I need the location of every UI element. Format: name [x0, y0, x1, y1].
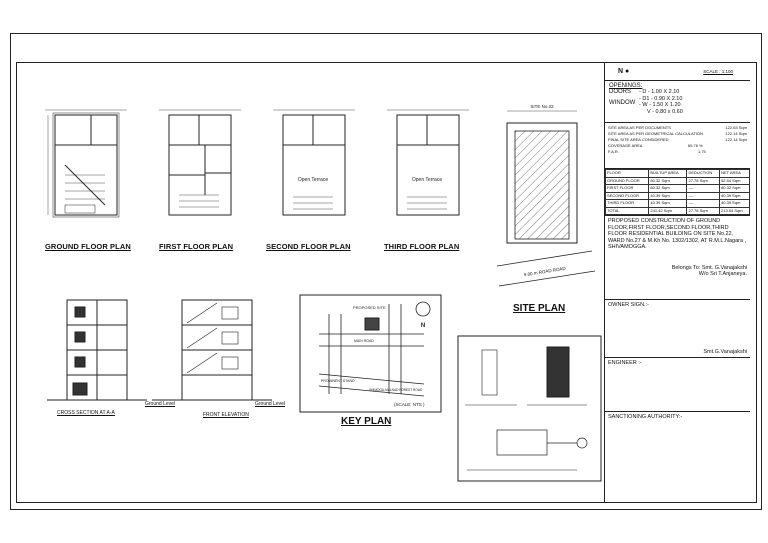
- owner-sign-label: OWNER SIGN.:-: [608, 302, 649, 308]
- table-cell: 40.39 Sqm: [719, 199, 750, 208]
- table-row: GROUND FLOOR 80.32 Sqm 27.78 Sqm 52.54 S…: [604, 176, 750, 185]
- site-area-docs: 122.63 Sqm: [725, 125, 747, 130]
- table-cell: GROUND FLOOR: [604, 176, 650, 185]
- table-cell: 213.64 Sqm: [719, 206, 750, 215]
- key-plan-junction: PROMINENT STAND: [321, 379, 355, 383]
- first-floor-plan-drawing: [159, 109, 241, 216]
- table-row: THIRD FLOOR 40.39 Sqm ---- 40.39 Sqm: [604, 199, 750, 208]
- table-header-cell: BUILTUP AREA: [648, 169, 688, 178]
- coverage-value: 65.76 %: [688, 143, 703, 148]
- area-table-row: FLOOR BUILTUP AREA DEDUCTION NET AREA GR…: [604, 169, 750, 216]
- site-plan-label: SITE PLAN: [513, 303, 566, 314]
- north-scale-row: N ● SCALE : 1:100: [605, 63, 750, 81]
- wife-of: W/o Sri T.Anjaneya.: [698, 271, 747, 277]
- area-summary: SITE AREA AS PER DOCUMENTS 122.63 Sqm SIT…: [605, 123, 750, 169]
- engineer-label: ENGINEER :-: [608, 360, 642, 366]
- coverage-label: COVERAGE AREA: [608, 143, 643, 148]
- ground-floor-plan-label: GROUND FLOOR PLAN: [45, 242, 131, 251]
- opening-v: V - 0.80 x 0.60: [647, 108, 683, 115]
- opening-d: - D - 1.00 X 2.10: [639, 89, 680, 95]
- ground-level-label-left: Ground Level: [145, 401, 176, 407]
- ground-floor-plan-drawing: [45, 109, 127, 218]
- key-plan-road-1: MAIN ROAD: [354, 339, 374, 343]
- road-label: 9.00 m ROAD ROAD: [524, 266, 567, 278]
- site-area-geo: 122.14 Sqm: [725, 131, 747, 136]
- table-cell: ----: [686, 184, 721, 193]
- key-plan-label: KEY PLAN: [341, 416, 392, 427]
- second-floor-plan-label: SECOND FLOOR PLAN: [266, 242, 351, 251]
- sanctioning-label: SANCTIONING AUTHORITY:-: [608, 414, 683, 420]
- detail-drawing: [457, 335, 602, 482]
- drawing-sheet: Open Terrace Open Terrace: [10, 33, 762, 510]
- site-plan-drawing: SITE No.22 9.00 m ROAD ROAD: [496, 104, 596, 287]
- table-row-total: TOTAL 241.42 Sqm 27.78 Sqm 213.64 Sqm: [604, 206, 750, 215]
- far-value: 1.75: [698, 149, 706, 154]
- ground-level-label-right: Ground Level: [255, 401, 286, 407]
- key-plan-scale: (SCALE: NTS ): [394, 402, 425, 407]
- final-area-label: FINAL SITE AREA CONSIDERED: [608, 137, 669, 142]
- table-cell: 80.32 Sqm: [719, 184, 750, 193]
- table-row: SECOND FLOOR 40.39 Sqm ---- 40.39 Sqm: [604, 191, 750, 200]
- table-header-cell: DEDUCTION: [686, 169, 721, 178]
- proposal-text: PROPOSED CONSTRUCTION OF GROUND FLOOR,FI…: [608, 218, 747, 250]
- table-cell: 27.78 Sqm: [686, 176, 721, 185]
- area-table: FLOOR BUILTUP AREA DEDUCTION NET AREA GR…: [604, 169, 750, 215]
- table-header-cell: FLOOR: [604, 169, 650, 178]
- key-plan-north: N: [421, 323, 425, 329]
- owner-name: Smt.G.Vanajakshi: [703, 349, 747, 355]
- second-floor-plan-drawing: Open Terrace: [273, 109, 355, 216]
- table-cell: 27.78 Sqm: [686, 206, 721, 215]
- site-area-docs-label: SITE AREA AS PER DOCUMENTS: [608, 125, 671, 130]
- doors-label: DOORS: [609, 89, 632, 95]
- front-elevation-label: FRONT ELEVATION: [203, 412, 249, 418]
- opening-d1: - D1 - 0.90 X 2.10: [639, 95, 683, 102]
- table-header-cell: NET AREA: [719, 169, 750, 178]
- first-floor-plan-label: FIRST FLOOR PLAN: [159, 242, 234, 251]
- far-label: F.A.R.: [608, 149, 619, 154]
- final-area: 122.14 Sqm: [725, 137, 747, 142]
- open-terrace-label: Open Terrace: [298, 177, 328, 183]
- open-terrace-label-third: Open Terrace: [412, 177, 442, 183]
- area-table-header: FLOOR BUILTUP AREA DEDUCTION NET AREA: [604, 169, 750, 178]
- table-cell: 241.42 Sqm: [648, 206, 688, 215]
- owner-sign-row: OWNER SIGN.:- Smt.G.Vanajakshi: [605, 300, 750, 358]
- table-cell: 80.32 Sqm: [648, 176, 688, 185]
- table-row: FIRST FLOOR 80.32 Sqm ---- 80.32 Sqm: [604, 184, 750, 193]
- key-plan-road-2: SHIMOGA-MALNAD FOREST ROAD: [369, 388, 423, 392]
- table-cell: 52.54 Sqm: [719, 176, 750, 185]
- site-area-geo-label: SITE AREA AS PER GEOMETRICAL CALCULATION: [608, 131, 703, 136]
- front-elevation-drawing: [152, 299, 272, 401]
- table-cell: TOTAL: [604, 206, 650, 215]
- table-cell: THIRD FLOOR: [604, 199, 650, 208]
- opening-w: - W - 1.50 X 1.20: [639, 102, 681, 108]
- third-floor-plan-label: THIRD FLOOR PLAN: [384, 242, 460, 251]
- third-floor-plan-drawing: Open Terrace: [387, 109, 469, 216]
- sanctioning-row: SANCTIONING AUTHORITY:-: [605, 412, 750, 422]
- table-cell: 80.32 Sqm: [648, 184, 688, 193]
- table-cell: FIRST FLOOR: [604, 184, 650, 193]
- cross-section-drawing: [47, 299, 147, 401]
- drawing-frame: Open Terrace Open Terrace: [16, 62, 757, 503]
- proposal-row: PROPOSED CONSTRUCTION OF GROUND FLOOR,FI…: [605, 216, 750, 300]
- belongs-to: Belongs To: Smt. G.Vanajakshi: [671, 264, 747, 271]
- site-no-label: SITE No.22: [530, 104, 554, 109]
- table-cell: 40.39 Sqm: [648, 191, 688, 200]
- cross-section-label: CROSS SECTION AT A-A: [57, 410, 115, 416]
- key-plan-proposed-site: PROPOSED SITE: [353, 305, 386, 310]
- key-plan-drawing: PROPOSED SITE MAIN ROAD PROMINENT STAND …: [299, 294, 442, 413]
- scale-text: SCALE : 1:100: [703, 69, 733, 74]
- table-cell: ----: [686, 199, 721, 208]
- window-label: WINDOW: [609, 100, 636, 106]
- table-cell: 40.39 Sqm: [648, 199, 688, 208]
- openings-title: OPENINGS:: [609, 83, 643, 89]
- table-cell: 40.39 Sqm: [719, 191, 750, 200]
- title-block: N ● SCALE : 1:100 OPENINGS: DOORS WINDOW…: [604, 63, 750, 502]
- table-cell: ----: [686, 191, 721, 200]
- engineer-row: ENGINEER :-: [605, 358, 750, 412]
- openings-row: OPENINGS: DOORS WINDOW - D - 1.00 X 2.10…: [605, 81, 750, 123]
- table-cell: SECOND FLOOR: [604, 191, 650, 200]
- north-icon: N ●: [618, 68, 630, 75]
